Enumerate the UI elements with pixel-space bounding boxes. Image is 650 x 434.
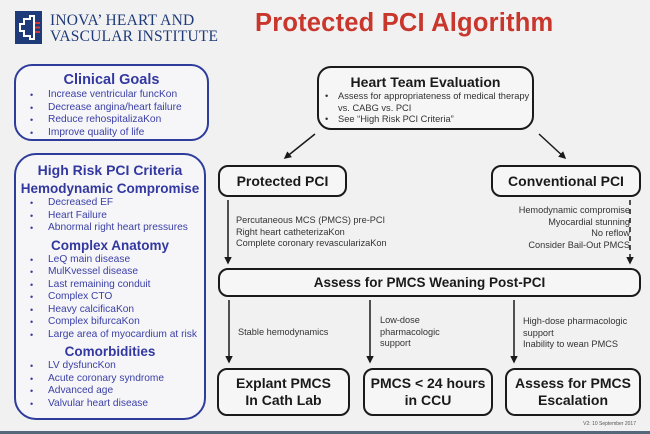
pmcs-weaning-box: Assess for PMCS Weaning Post-PCI xyxy=(218,268,641,297)
list-item: LeQ main disease xyxy=(16,254,204,267)
list-item: Increase ventricular funcKon xyxy=(16,89,207,102)
conventional-pci-box: Conventional PCI xyxy=(491,165,641,197)
note-line: Myocardial stunning xyxy=(548,216,630,227)
complex-anatomy-list: LeQ main disease MulKvessel disease Last… xyxy=(16,254,204,342)
protected-pci-box: Protected PCI xyxy=(218,165,347,197)
list-item: See “High Risk PCI Criteria” xyxy=(319,114,532,126)
clinical-goals-heading: Clinical Goals xyxy=(63,72,160,88)
inova-cross-logo-icon xyxy=(15,11,42,44)
clinical-goals-list: Increase ventricular funcKon Decrease an… xyxy=(16,89,207,139)
note-line: Complete coronary revascularizaKon xyxy=(236,238,387,248)
note-line: support xyxy=(380,338,411,348)
version-label: V2: 10 September 2017 xyxy=(583,421,636,427)
note-line: pharmacologic xyxy=(380,326,440,337)
arrow-heart-to-conventional xyxy=(538,133,567,160)
outcome-heading: PMCS < 24 hours in CCU xyxy=(365,375,491,409)
institute-name-line2: VASCULAR INSTITUTE xyxy=(50,28,219,45)
explant-pmcs-box: Explant PMCS In Cath Lab xyxy=(217,368,350,416)
list-item: Improve quality of life xyxy=(16,127,207,140)
heart-team-heading: Heart Team Evaluation xyxy=(350,74,501,90)
protected-pci-heading: Protected PCI xyxy=(236,173,329,189)
outcome-line: PMCS < 24 hours xyxy=(370,375,486,391)
branch-notes-escalation: High-dose pharmacologic support Inabilit… xyxy=(523,316,627,351)
list-item: Advanced age xyxy=(16,385,204,398)
institute-name: INOVA’ HEART AND VASCULAR INSTITUTE xyxy=(50,13,218,45)
list-item: Complex CTO xyxy=(16,291,204,304)
arrow-heart-to-protected xyxy=(283,133,316,159)
pmcs-escalation-box: Assess for PMCS Escalation xyxy=(505,368,641,416)
list-item: Heavy calcificaKon xyxy=(16,304,204,317)
outcome-line: In Cath Lab xyxy=(245,392,322,408)
pmcs-ccu-box: PMCS < 24 hours in CCU xyxy=(363,368,493,416)
outcome-line: Assess for PMCS xyxy=(515,375,631,391)
list-item: Acute coronary syndrome xyxy=(16,373,204,386)
list-item: Heart Failure xyxy=(16,210,204,223)
note-line: No reflow xyxy=(591,228,630,238)
list-item: Assess for appropriateness of medical th… xyxy=(319,91,532,114)
list-item: Decreased EF xyxy=(16,197,204,210)
comorbidities-heading: Comorbidities xyxy=(64,344,156,359)
branch-notes-explant: Stable hemodynamics xyxy=(238,327,328,339)
list-item: Valvular heart disease xyxy=(16,398,204,411)
outcome-line: Escalation xyxy=(537,392,609,408)
outcome-line: in CCU xyxy=(404,392,452,408)
conventional-pci-notes: Hemodynamic compromise Myocardial stunni… xyxy=(519,205,630,251)
list-item: Decrease angina/heart failure xyxy=(16,102,207,115)
note-line: Consider Bail-Out PMCS xyxy=(528,239,630,250)
list-item: Last remaining conduit xyxy=(16,279,204,292)
note-line: Low-dose xyxy=(380,315,420,325)
outcome-heading: Assess for PMCS Escalation xyxy=(507,375,639,409)
note-line: Stable hemodynamics xyxy=(238,327,329,337)
high-risk-criteria-panel: High Risk PCI Criteria Hemodynamic Compr… xyxy=(14,153,206,420)
note-line: Right heart catheterizaKon xyxy=(236,226,345,237)
outcome-line: Explant PMCS xyxy=(236,375,331,391)
list-item: MulKvessel disease xyxy=(16,266,204,279)
institute-name-line1: INOVA’ HEART AND xyxy=(50,12,195,29)
outcome-heading: Explant PMCS In Cath Lab xyxy=(219,375,348,409)
page-title: Protected PCI Algorithm xyxy=(255,9,554,37)
protected-pci-notes: Percutaneous MCS (PMCS) pre-PCI Right he… xyxy=(236,215,387,250)
heart-team-evaluation-box: Heart Team Evaluation Assess for appropr… xyxy=(317,66,534,130)
comorbidities-list: LV dysfuncKon Acute coronary syndrome Ad… xyxy=(16,360,204,410)
hemodynamic-compromise-list: Decreased EF Heart Failure Abnormal righ… xyxy=(16,197,204,235)
clinical-goals-panel: Clinical Goals Increase ventricular func… xyxy=(14,64,209,141)
complex-anatomy-heading: Complex Anatomy xyxy=(50,237,170,253)
list-item: Large area of myocardium at risk xyxy=(16,329,204,342)
high-risk-criteria-heading: High Risk PCI Criteria xyxy=(37,162,183,178)
branch-notes-ccu: Low-dose pharmacologic support xyxy=(380,315,440,350)
note-line: Percutaneous MCS (PMCS) pre-PCI xyxy=(236,215,386,225)
note-line: High-dose pharmacologic xyxy=(523,316,628,326)
hemodynamic-compromise-heading: Hemodynamic Compromise xyxy=(20,181,200,196)
list-item: Complex bifurcaKon xyxy=(16,316,204,329)
note-line: Inability to wean PMCS xyxy=(523,339,618,349)
note-line: Hemodynamic compromise xyxy=(518,205,630,215)
conventional-pci-heading: Conventional PCI xyxy=(508,173,624,189)
list-item: Reduce rehospitalizaKon xyxy=(16,114,207,127)
list-item: Abnormal right heart pressures xyxy=(16,222,204,235)
bottom-divider xyxy=(0,431,650,434)
note-line: support xyxy=(523,327,554,338)
heart-team-list: Assess for appropriateness of medical th… xyxy=(319,91,532,126)
pmcs-weaning-heading: Assess for PMCS Weaning Post-PCI xyxy=(313,275,546,290)
list-item: LV dysfuncKon xyxy=(16,360,204,373)
